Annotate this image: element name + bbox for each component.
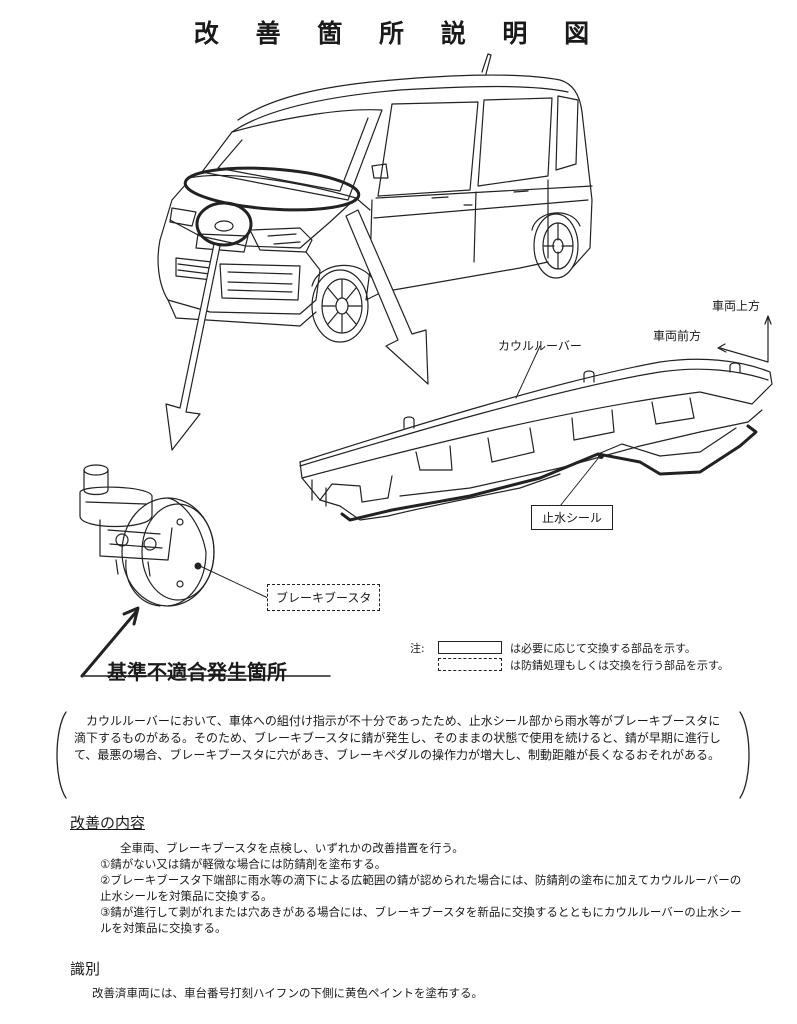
label-cowl-louver: カウルルーバー (498, 339, 582, 353)
label-nonconformity-location: 基準不適合発生箇所 (107, 660, 287, 684)
direction-axes (719, 317, 769, 363)
desc-close-paren (739, 711, 750, 799)
legend-solid-box (438, 641, 502, 654)
legend-dashed-text: は防錆処理もしくは交換を行う部品を示す。 (510, 658, 729, 672)
improvement-item-1: ①錆がない又は錆が軽微な場合には防錆剤を塗布する。 (100, 857, 387, 871)
nonconform-arrow (80, 610, 138, 678)
page-title: 改 善 箇 所 説 明 図 (193, 19, 604, 48)
brake-booster-drawing (79, 464, 215, 607)
legend-solid-text: は必要に応じて交換する部品を示す。 (510, 641, 696, 655)
booster-highlight (195, 201, 253, 247)
improvement-body: 全車両、ブレーキブースタを点検し、いずれかの改善措置を行う。 ①錆がない又は錆が… (100, 840, 750, 936)
improvement-intro: 全車両、ブレーキブースタを点検し、いずれかの改善措置を行う。 (120, 841, 464, 855)
defect-description: カウルルーバーにおいて、車体への組付け指示が不十分であったため、止水シール部から… (54, 713, 744, 799)
identification-text: 改善済車両には、車台番号打刻ハイフンの下側に黄色ペイントを塗布する。 (92, 986, 483, 1000)
legend-note-label: 注: (410, 641, 425, 655)
label-vehicle-up: 車両上方 (712, 299, 761, 313)
arrow-to-cowl (345, 209, 429, 385)
water-seal-line (340, 424, 758, 522)
cowl-highlight (183, 166, 361, 212)
cowl-leader (515, 345, 541, 399)
legend-row-dashed: は防錆処理もしくは交換を行う部品を示す。 (410, 656, 729, 673)
label-water-seal: 止水シール (531, 505, 614, 530)
improvement-heading: 改善の内容 (70, 814, 146, 832)
label-brake-booster: ブレーキブースタ (267, 584, 381, 611)
legend-row-solid: 注: は必要に応じて交換する部品を示す。 (410, 639, 729, 656)
legend: 注: は必要に応じて交換する部品を示す。 は防錆処理もしくは交換を行う部品を示す… (410, 639, 729, 673)
legend-dashed-box (438, 658, 502, 671)
car-drawing (157, 53, 593, 343)
arrow-to-booster (165, 243, 221, 451)
seal-leader (559, 455, 601, 507)
cowl-louver-drawing (299, 358, 773, 522)
desc-open-paren (56, 711, 67, 799)
improvement-item-3: ③錆が進行して剥がれまたは穴あきがある場合には、ブレーキブースタを新品に交換する… (100, 905, 742, 935)
booster-leader (199, 565, 269, 599)
improvement-item-2: ②ブレーキブースタ下端部に雨水等の滴下による広範囲の錆が認められた場合には、防錆… (100, 873, 742, 903)
defect-description-text: カウルルーバーにおいて、車体への組付け指示が不十分であったため、止水シール部から… (74, 714, 721, 763)
label-vehicle-front: 車両前方 (653, 329, 702, 343)
identification-heading: 識別 (70, 960, 101, 978)
